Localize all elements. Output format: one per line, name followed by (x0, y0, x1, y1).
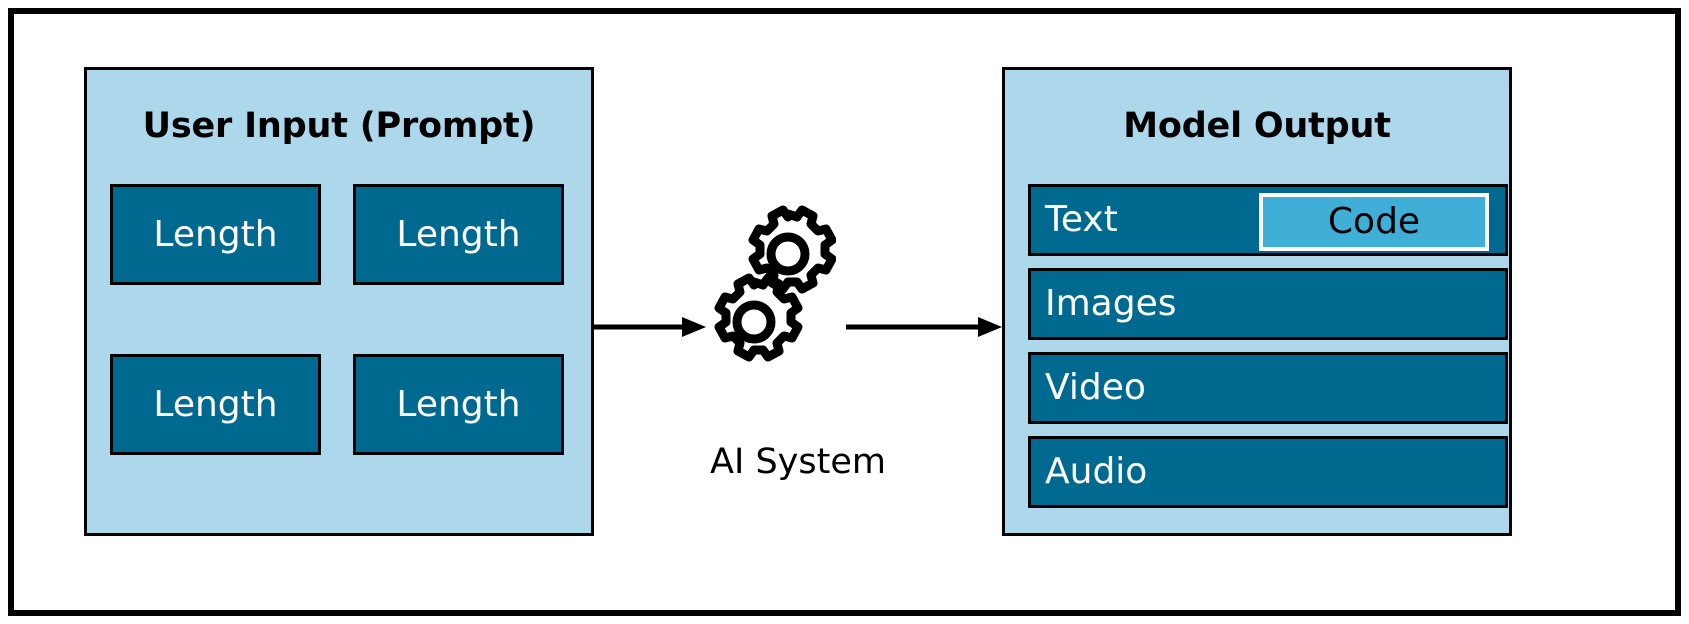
output-row-label: Video (1045, 367, 1146, 408)
output-row-label: Audio (1045, 451, 1148, 492)
length-chip: Length (353, 184, 564, 285)
arrow-right-icon (594, 317, 706, 337)
length-chip-label: Length (396, 213, 521, 255)
output-row-label: Text (1045, 199, 1118, 240)
model-output-panel-title: Model Output (1123, 106, 1391, 146)
length-chip-label: Length (153, 213, 278, 255)
code-badge: Code (1259, 193, 1489, 251)
output-row-video: Video (1028, 352, 1508, 424)
output-row-images: Images (1028, 268, 1508, 340)
model-output-panel: Model Output Text Code Images Video Audi… (1002, 67, 1512, 536)
user-input-panel-title: User Input (Prompt) (142, 106, 536, 146)
length-chip: Length (110, 184, 321, 285)
length-chip-label: Length (396, 383, 521, 425)
outer-frame: User Input (Prompt) Length Length Length… (8, 8, 1681, 616)
user-input-panel: User Input (Prompt) Length Length Length… (84, 67, 594, 536)
length-chip-label: Length (153, 383, 278, 425)
arrow-right-icon (846, 317, 1002, 337)
output-row-audio: Audio (1028, 436, 1508, 508)
ai-system-group: AI System (594, 194, 1002, 504)
code-badge-label: Code (1327, 201, 1421, 242)
length-chip: Length (353, 354, 564, 455)
output-row-text: Text Code (1028, 184, 1508, 256)
ai-system-label: AI System (710, 442, 886, 482)
output-row-label: Images (1045, 283, 1177, 324)
gears-icon (714, 205, 836, 362)
length-chip: Length (110, 354, 321, 455)
